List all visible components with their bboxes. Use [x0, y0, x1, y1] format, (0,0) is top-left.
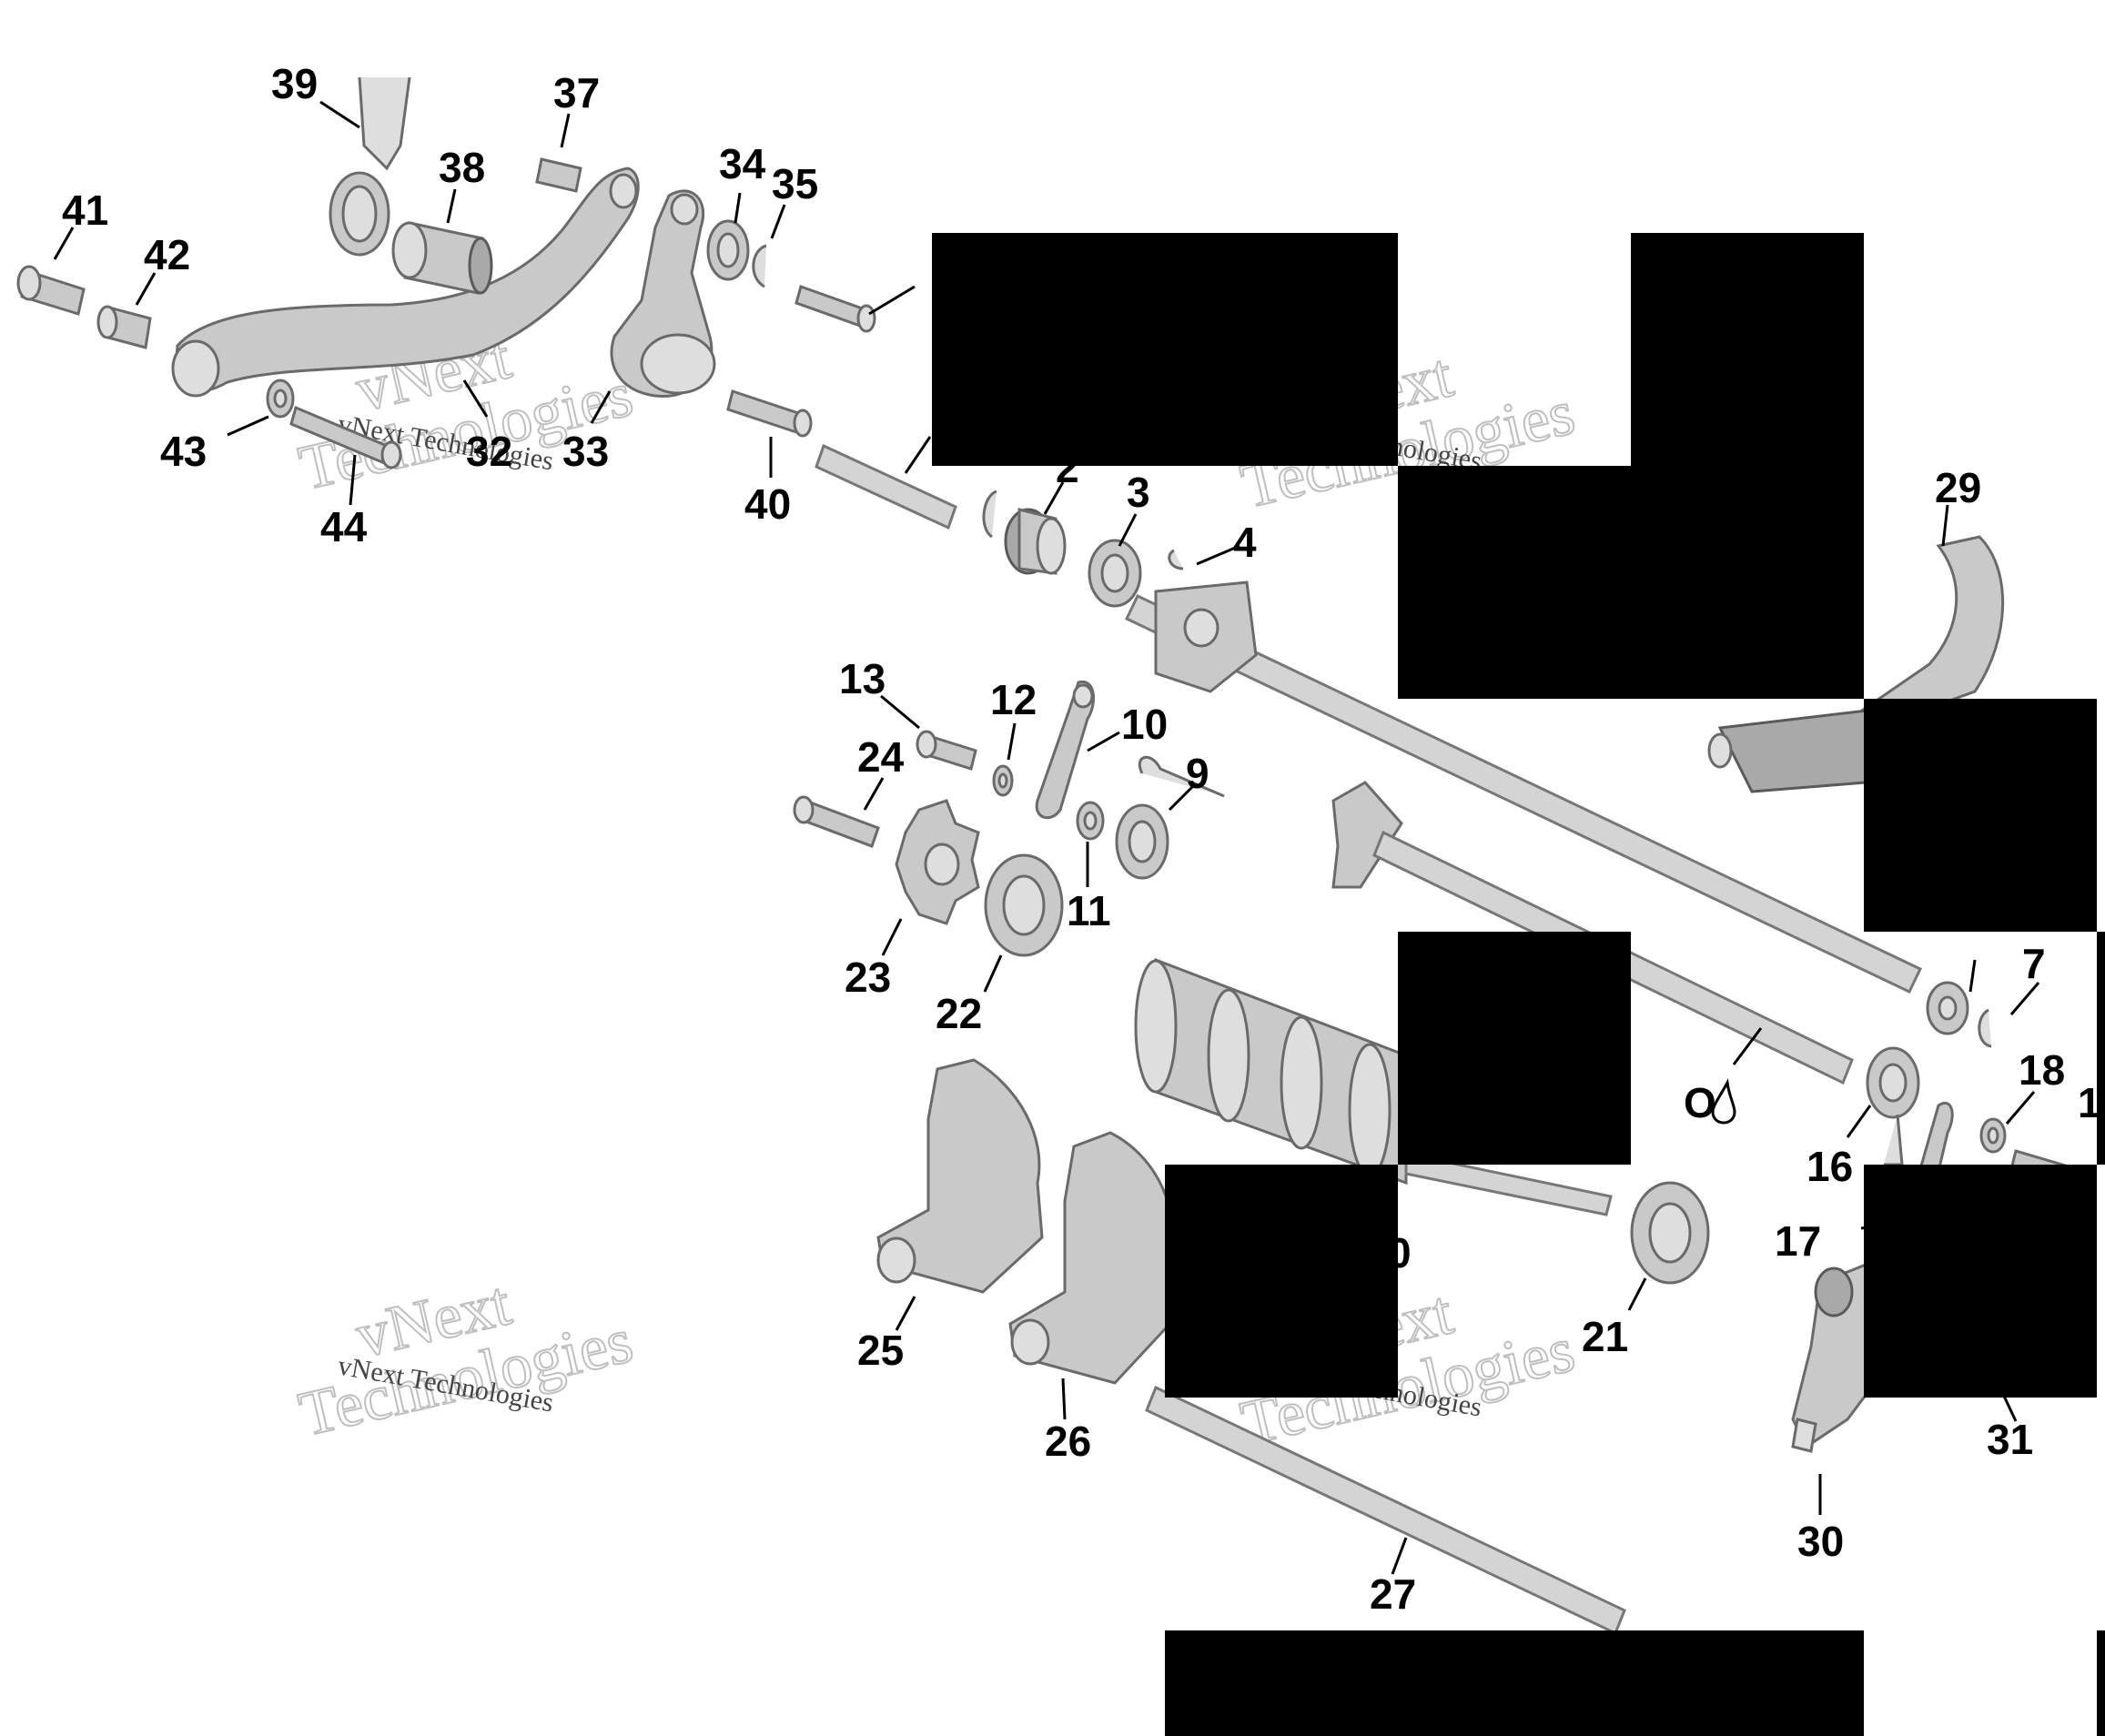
callout-33: 33: [562, 428, 609, 475]
part-26-shift-fork: [1008, 1131, 1176, 1385]
callout-16: 16: [1806, 1143, 1853, 1190]
callout-13: 13: [839, 655, 886, 702]
part-7-washer: [1926, 981, 1992, 1048]
part-11-washer: [1076, 801, 1105, 841]
callout-39: 39: [271, 60, 318, 107]
callout-22: 22: [936, 990, 982, 1037]
part-42-bushing: [96, 305, 152, 349]
part-2-bushing: [1004, 508, 1067, 575]
redaction-block-4: [1864, 699, 2097, 932]
callout-32: 32: [466, 428, 512, 475]
part-shaft-short: [815, 443, 957, 530]
callout-9: 9: [1186, 750, 1209, 797]
part-18-washer: [1979, 1117, 2007, 1154]
part-12-washer: [992, 764, 1014, 797]
callout-12: 12: [990, 676, 1037, 723]
callout-4: 4: [1233, 519, 1257, 566]
part-bolt-top: [794, 285, 876, 333]
callout-3: 3: [1127, 469, 1150, 516]
part-43-washer: [266, 378, 295, 419]
part-21-bearing: [1630, 1181, 1710, 1285]
callout-11: 11: [1067, 887, 1111, 934]
part-16-spring: [1866, 1046, 1920, 1166]
part-41-bushing: [16, 265, 86, 316]
part-main-shift-shaft: [1124, 580, 1923, 994]
callout-42: 42: [144, 231, 190, 278]
redaction-blocks: [932, 233, 2105, 1736]
callout-30: 30: [1797, 1518, 1844, 1565]
redaction-block-1: [932, 233, 1398, 466]
part-23-star-wheel: [895, 799, 980, 925]
callout-24: 24: [857, 733, 905, 781]
redaction-block-9: [1165, 1630, 1864, 1736]
part-circlip-small: [982, 490, 997, 539]
part-4-clip: [1168, 549, 1184, 570]
watermark-bottom-left: vNext Technologies: [292, 1267, 640, 1451]
part-25-shift-fork: [876, 1058, 1044, 1294]
part-10-detent-arm: [1035, 681, 1096, 820]
redaction-block-7: [1165, 1165, 1398, 1398]
callout-25: 25: [857, 1327, 904, 1374]
callout-labels: 39 37 38 41 42 34 35 43 44 32 33 40 2 3 …: [62, 60, 2105, 1618]
part-44-bolt: [289, 405, 402, 469]
part-13-bolt: [916, 730, 977, 771]
part-32-shift-lever: [171, 167, 640, 398]
part-24-bolt: [793, 795, 880, 848]
callout-18: 18: [2019, 1046, 2065, 1094]
callout-43: 43: [160, 428, 207, 475]
callout-35: 35: [772, 160, 818, 207]
part-shift-drum: [1134, 957, 1613, 1216]
callout-23: 23: [845, 954, 891, 1001]
callout-34: 34: [719, 140, 766, 187]
callout-37: 37: [553, 69, 600, 116]
callout-27: 27: [1370, 1570, 1416, 1618]
callout-10: 10: [1121, 701, 1168, 748]
callout-7: 7: [2022, 940, 2046, 987]
part-35-circlip: [752, 244, 767, 288]
redaction-block-5: [2097, 932, 2105, 1165]
oil-letter: O: [1684, 1079, 1716, 1126]
callout-31: 31: [1987, 1416, 2033, 1463]
redaction-block-10: [2097, 1630, 2105, 1736]
oil-symbol: O: [1684, 1078, 1736, 1126]
part-33-shift-arm: [610, 189, 716, 399]
callout-29: 29: [1935, 464, 1981, 511]
part-37-pin: [535, 157, 582, 193]
redaction-block-2: [1631, 233, 1864, 466]
callout-40: 40: [744, 480, 791, 528]
callout-17: 17: [1775, 1217, 1821, 1265]
part-3-spring: [1088, 539, 1142, 608]
callout-21: 21: [1582, 1313, 1628, 1360]
part-39-spring: [329, 76, 411, 257]
callout-38: 38: [439, 144, 485, 191]
part-40-bolt: [726, 389, 813, 438]
callout-41: 41: [62, 187, 108, 234]
part-29-shift-fork: [1707, 535, 2005, 793]
callout-26: 26: [1045, 1418, 1091, 1465]
redaction-block-8: [1864, 1165, 2097, 1398]
redaction-block-6: [1398, 932, 1631, 1165]
callout-44: 44: [320, 503, 368, 550]
part-34-bearing: [706, 219, 750, 281]
redaction-block-3: [1398, 466, 1864, 699]
oil-drop-icon: [1711, 1078, 1736, 1125]
part-9-spring: [1115, 755, 1225, 880]
part-38-sleeve: [391, 221, 493, 295]
part-22-bearing: [984, 853, 1064, 957]
